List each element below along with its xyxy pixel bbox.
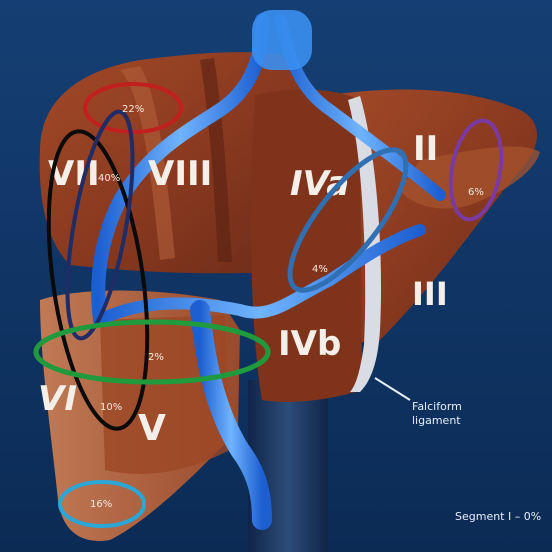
- label-segment-v: V: [138, 408, 166, 449]
- falciform-label-line2: ligament: [412, 414, 461, 427]
- label-segment-ivb: IVb: [278, 324, 341, 364]
- label-segment-iii: III: [412, 275, 448, 313]
- pct-10: 10%: [100, 402, 122, 413]
- pct-2: 2%: [148, 352, 164, 363]
- pct-6: 6%: [468, 187, 484, 198]
- pct-40: 40%: [98, 173, 120, 184]
- falciform-label-line1: Falciform: [412, 400, 462, 413]
- pct-16: 16%: [90, 499, 112, 510]
- pct-4: 4%: [312, 264, 328, 275]
- label-segment-ii: II: [413, 129, 438, 169]
- segment-i-note: Segment I – 0%: [455, 510, 541, 523]
- vena-cava-top: [252, 10, 312, 70]
- label-segment-vi: VI: [38, 379, 77, 419]
- pct-22: 22%: [122, 104, 144, 115]
- label-segment-viii: VIII: [148, 154, 212, 194]
